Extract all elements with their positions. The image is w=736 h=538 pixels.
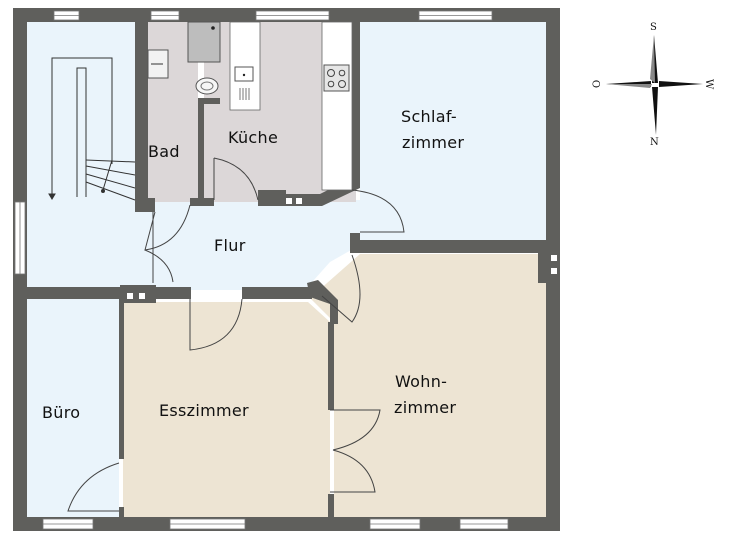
staircase xyxy=(48,57,136,201)
compass-rose-icon xyxy=(606,35,703,135)
outer-wall-bottom xyxy=(13,517,560,531)
flur-floor xyxy=(135,200,360,290)
wall-bad-bottom-2 xyxy=(190,198,214,206)
door-ess-wohn-1 xyxy=(330,409,381,451)
room-label-kueche: Küche xyxy=(228,128,278,147)
window-top-schlaf xyxy=(418,10,493,21)
window-bottom-ess xyxy=(169,518,246,530)
wall-schlaf-door-jamb xyxy=(350,233,360,253)
stove xyxy=(323,64,350,92)
doors xyxy=(67,157,405,512)
door-kueche xyxy=(213,157,259,201)
buero-floor xyxy=(27,298,119,518)
bathroom-fixtures xyxy=(147,21,221,95)
room-label-esszimmer: Esszimmer xyxy=(159,401,249,420)
wall-flur-buero xyxy=(13,287,191,299)
window-top-stair xyxy=(53,10,80,21)
wall-kueche-bottom xyxy=(258,178,360,206)
room-labels: Bad Küche Schlaf- zimmer Flur Büro Esszi… xyxy=(42,107,464,422)
door-buero xyxy=(67,462,120,512)
window-bottom-buero xyxy=(42,518,94,530)
counter-right xyxy=(321,21,353,191)
window-top-kueche xyxy=(255,10,330,21)
chimney-vents xyxy=(127,198,557,299)
wall-kueche-schlaf xyxy=(352,22,360,187)
door-ess-wohn-2 xyxy=(330,449,376,493)
wall-angle-wohn xyxy=(307,280,338,324)
wall-right-pillar xyxy=(538,253,548,283)
window-left-stair xyxy=(14,201,26,275)
wall-buero-ess xyxy=(119,299,124,459)
compass-right: W xyxy=(703,79,714,90)
bathtub xyxy=(187,21,221,63)
counter-left xyxy=(229,21,261,111)
window-bottom-wohn-1 xyxy=(369,518,421,530)
wall-bad-kueche xyxy=(198,100,204,202)
room-label-schlaf-1: Schlaf- xyxy=(401,107,457,126)
wall-bad-kueche-top xyxy=(198,98,220,104)
wall-flur-ess xyxy=(242,287,312,299)
door-wohn xyxy=(321,254,361,323)
room-label-buero: Büro xyxy=(42,403,80,422)
wall-schlaf-bottom xyxy=(352,240,546,253)
windows xyxy=(14,10,509,530)
window-bottom-wohn-2 xyxy=(459,518,509,530)
window-top-bad xyxy=(150,10,180,21)
floors xyxy=(27,22,546,518)
kitchen-fixtures xyxy=(229,21,353,191)
compass-bottom: N xyxy=(650,137,659,148)
compass-top: S xyxy=(650,22,657,33)
compass: S N O W xyxy=(592,22,714,148)
room-label-flur: Flur xyxy=(214,236,246,255)
toilet xyxy=(195,77,219,95)
wall-buero-ess-low xyxy=(119,507,124,519)
wall-pillar-left xyxy=(120,285,156,303)
door-stair xyxy=(144,249,174,283)
wall-bad-bottom xyxy=(135,198,155,212)
compass-left: O xyxy=(592,80,603,88)
schlafzimmer-floor xyxy=(360,22,546,242)
room-label-wohn-1: Wohn- xyxy=(395,372,447,391)
wall-stair-bad xyxy=(135,22,148,212)
door-ess xyxy=(189,298,243,351)
wall-ess-wohn-low xyxy=(328,494,334,519)
wohnzimmer-floor xyxy=(310,254,546,518)
door-schlaf xyxy=(351,189,405,233)
esszimmer-floor xyxy=(123,302,330,518)
room-label-schlaf-2: zimmer xyxy=(402,133,464,152)
room-label-wohn-2: zimmer xyxy=(394,398,456,417)
stair-floor xyxy=(27,22,135,294)
room-label-bad: Bad xyxy=(148,142,180,161)
wall-ess-wohn xyxy=(328,322,334,410)
